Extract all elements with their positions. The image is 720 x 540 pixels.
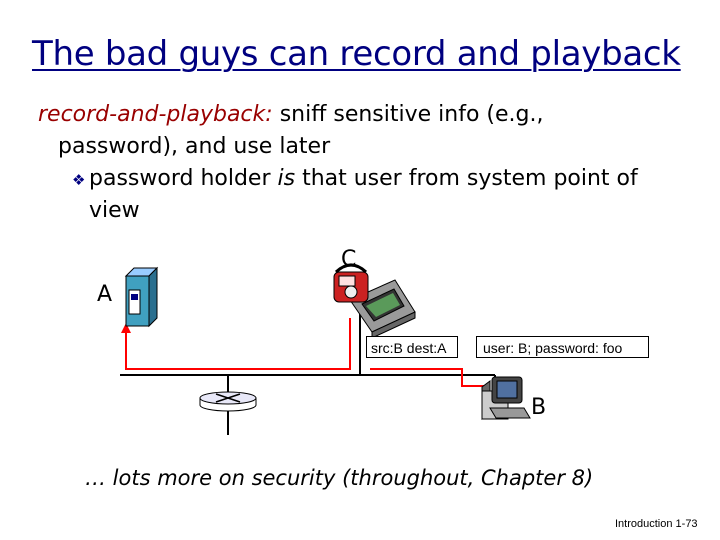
definition-text: sniff sensitive info (e.g., <box>272 102 544 127</box>
packet-payload: user: B; password: foo <box>476 336 649 358</box>
definition-line: record-and-playback: sniff sensitive inf… <box>38 102 543 127</box>
packet-header: src:B dest:A <box>366 336 458 358</box>
term-record-and-playback: record-and-playback <box>38 102 266 127</box>
bullet-text-continued: view <box>89 198 140 223</box>
page-number: Introduction 1-73 <box>615 518 698 530</box>
server-icon <box>124 266 159 328</box>
term-colon: : <box>265 102 273 127</box>
definition-continued: password), and use later <box>58 134 331 159</box>
node-label-a: A <box>97 282 113 307</box>
bullet-text: password holder is that user from system… <box>89 166 638 191</box>
traffic-path <box>121 318 485 387</box>
node-label-b: B <box>531 395 547 420</box>
bullet-icon: ❖ <box>72 171 86 189</box>
emphasis-is: is <box>277 166 296 191</box>
host-computer-icon <box>481 376 531 420</box>
router-icon <box>199 391 257 412</box>
network-links <box>120 310 496 435</box>
node-label-c: C <box>341 247 357 272</box>
footer-note: … lots more on security (throughout, Cha… <box>85 466 594 490</box>
intruder-device-icon <box>333 263 416 339</box>
slide-title: The bad guys can record and playback <box>32 34 681 74</box>
